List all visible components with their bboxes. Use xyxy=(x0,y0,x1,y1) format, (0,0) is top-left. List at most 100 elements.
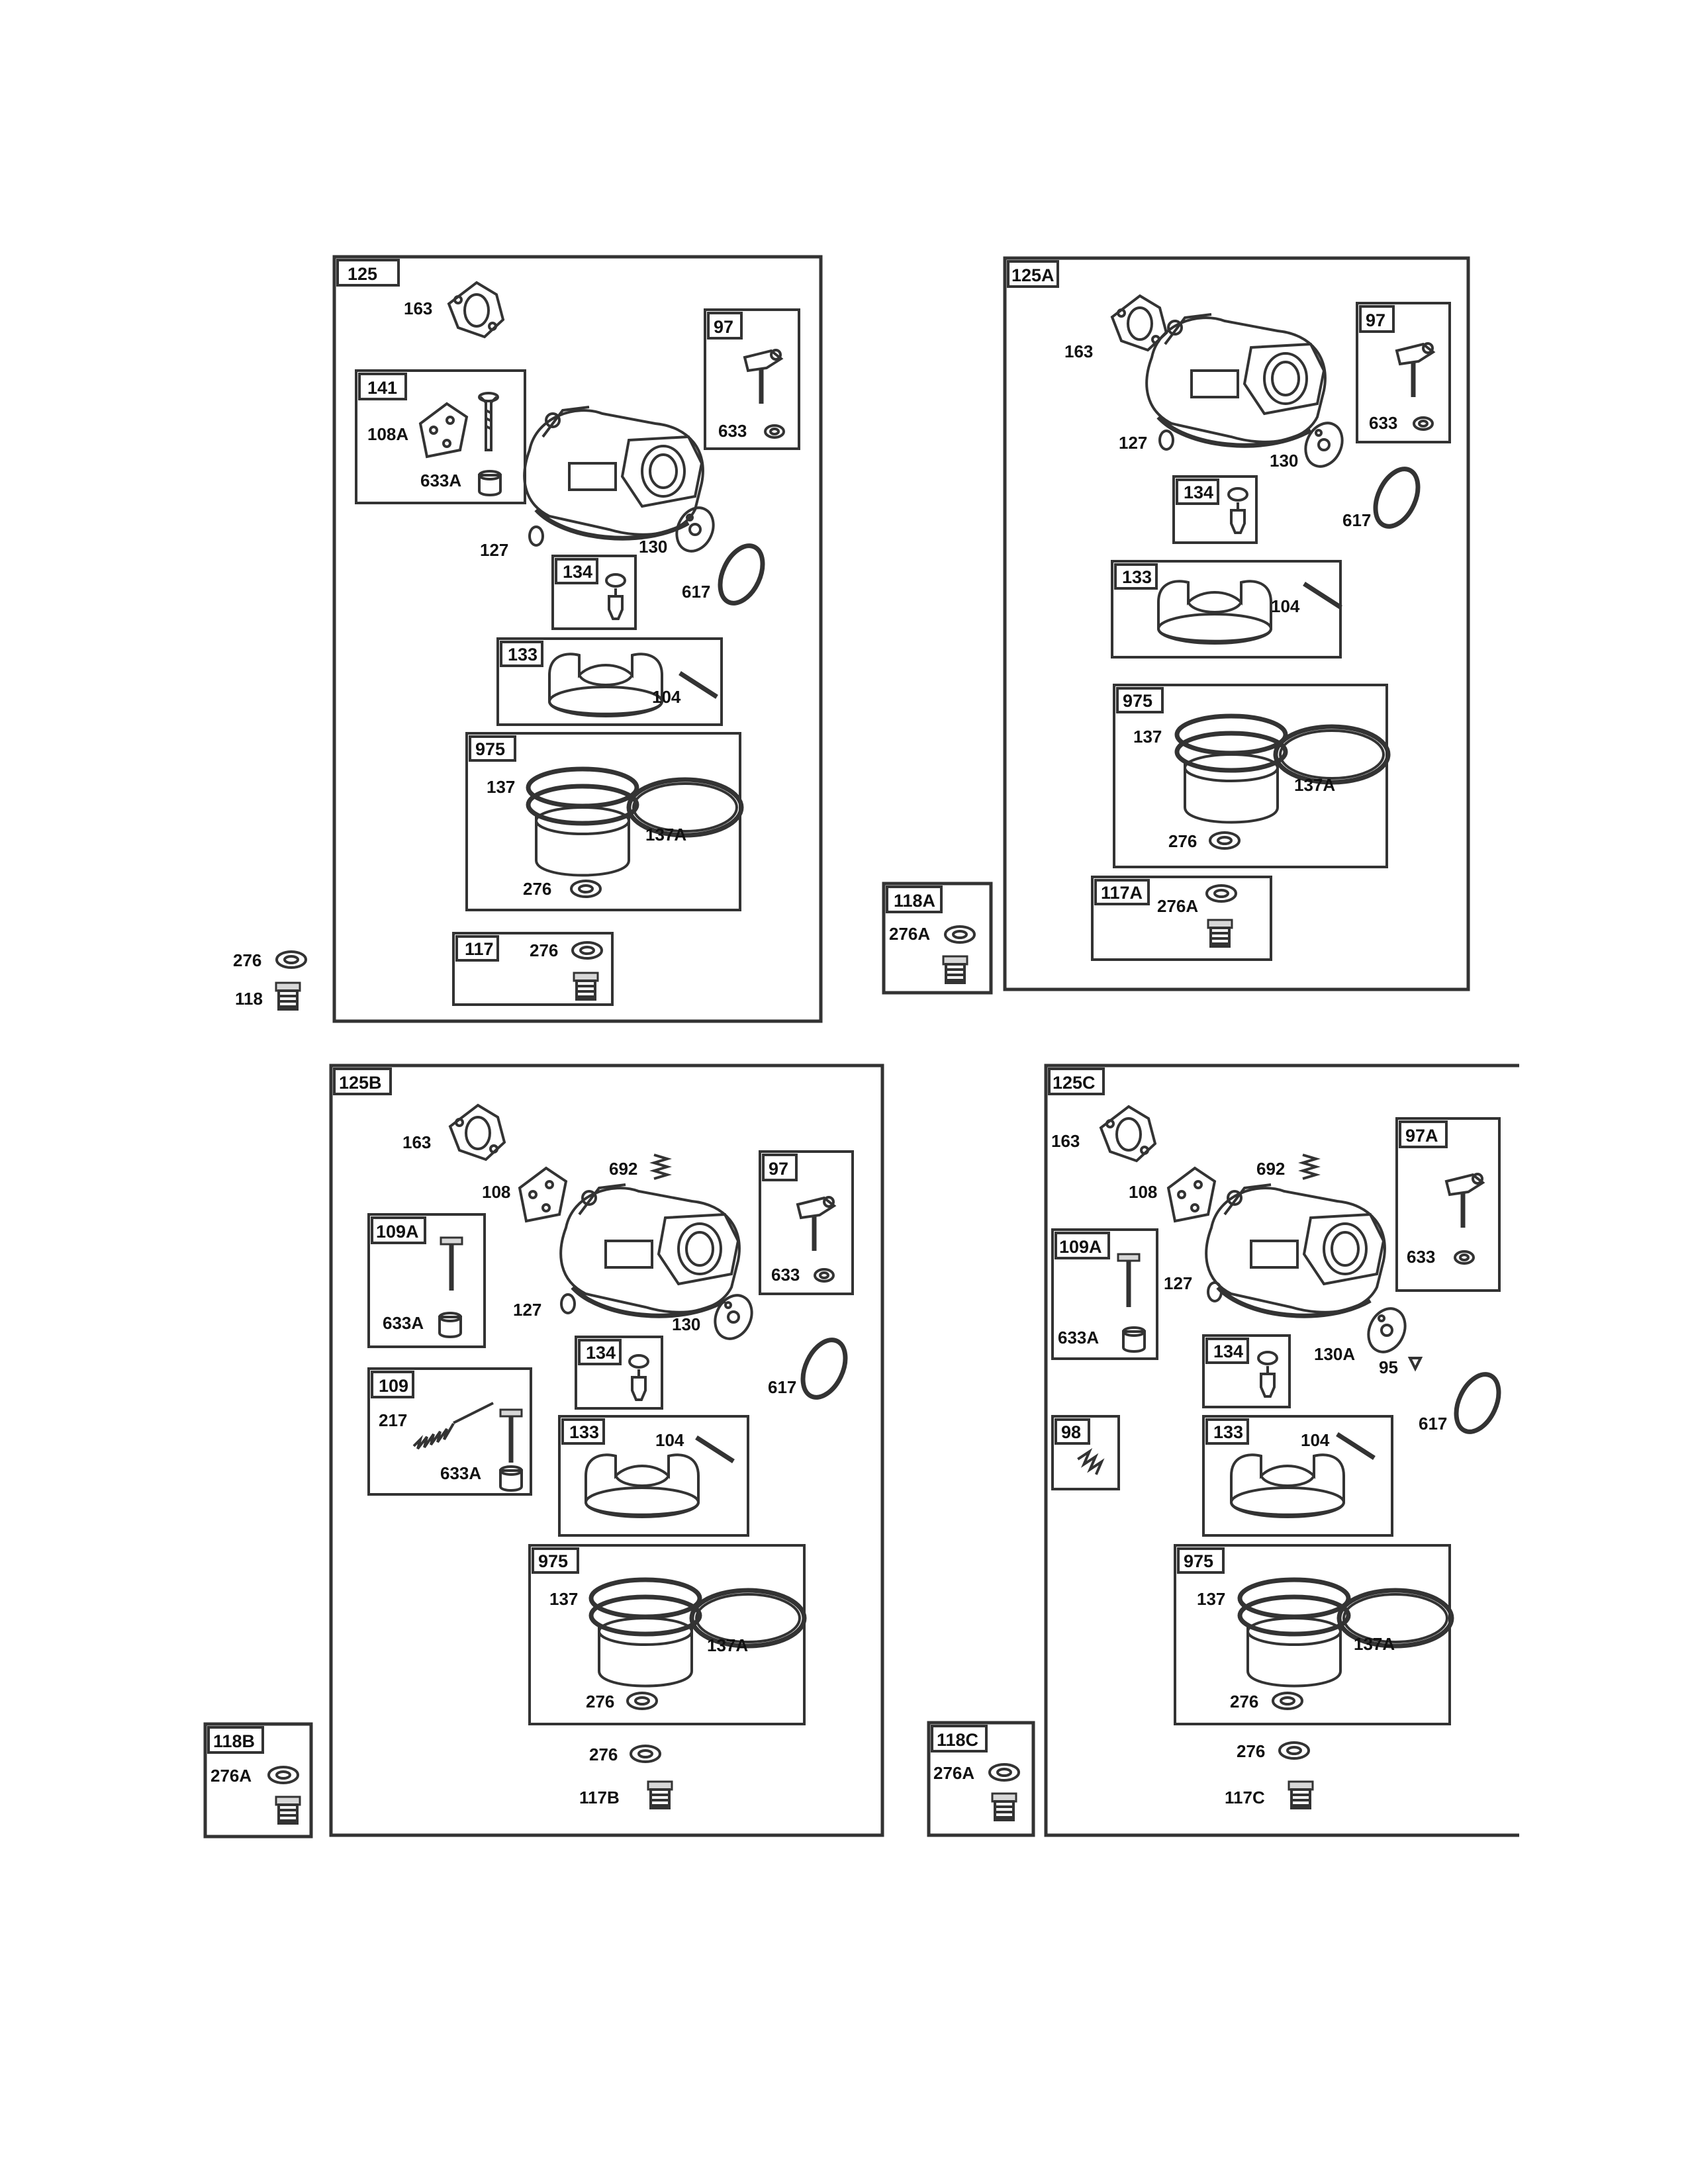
screw-125C-95-part xyxy=(1407,1357,1423,1372)
plate-125B-108-part xyxy=(518,1167,567,1222)
kit-125A-134-tag: 134 xyxy=(1184,482,1213,502)
kit-125A-975-tag-box xyxy=(1116,687,1164,713)
part-125A-137A: 137A xyxy=(1294,775,1335,795)
bowl-nut-118-part xyxy=(275,981,301,1011)
kit-125C-133-box xyxy=(1202,1415,1393,1537)
washer-125B-loose-part xyxy=(630,1745,661,1763)
kit-133-box xyxy=(496,637,723,726)
bushing-part xyxy=(478,470,502,496)
kit-118B: 118B 276A xyxy=(203,1722,313,1839)
part-125B-108: 108 xyxy=(482,1182,510,1202)
idle-screw-125C-part xyxy=(1076,1447,1106,1476)
kit-125B-97-tag-box xyxy=(762,1154,798,1181)
kit-125B-134-tag-box xyxy=(578,1339,622,1365)
kit-125C-109A-tag: 109A xyxy=(1059,1237,1102,1257)
washer-125C-loose-part xyxy=(1278,1741,1310,1760)
part-125B-633: 633 xyxy=(771,1265,800,1285)
shaft-125B-109-part xyxy=(500,1410,522,1463)
kit-125B-975-tag-box xyxy=(532,1547,579,1574)
plate-125B-130-part xyxy=(707,1288,760,1346)
kit-125C-134-box xyxy=(1202,1334,1291,1408)
gasket-part xyxy=(447,281,504,338)
part-125C-633: 633 xyxy=(1407,1247,1435,1267)
oring-125A-127-part xyxy=(1158,430,1174,451)
pin-125C-part xyxy=(1337,1434,1374,1458)
kit-125B-109A-tag-box xyxy=(371,1216,426,1244)
bowl-nut-117-part xyxy=(573,972,599,1001)
kit-125A-97-tag-box xyxy=(1359,305,1395,333)
part-125C-276-loose: 276 xyxy=(1237,1741,1265,1761)
loose-top-left: 276 118 xyxy=(233,950,307,1011)
kit-975-box xyxy=(465,732,741,911)
washer-125A-117A-part xyxy=(1205,884,1237,903)
kit-118A-tag-box xyxy=(886,886,943,913)
pin-125B-part xyxy=(696,1437,733,1461)
spring-125B-692-part xyxy=(653,1154,669,1180)
bowl-nut-125C-117C-part xyxy=(1288,1780,1314,1809)
bowl-part xyxy=(528,769,637,876)
kit-125A-tag: 125A xyxy=(1011,265,1055,285)
seal-125A-part xyxy=(1413,416,1434,431)
needle-125B-part xyxy=(628,1354,649,1401)
bowl-nut-118C-part xyxy=(991,1792,1017,1821)
shaft-part xyxy=(478,392,499,451)
kit-125A-97-tag: 97 xyxy=(1366,310,1385,330)
kit-125C-975-tag: 975 xyxy=(1184,1551,1213,1571)
bushing-125C-part xyxy=(1122,1326,1146,1353)
part-125C-127: 127 xyxy=(1164,1273,1192,1293)
part-125A-617: 617 xyxy=(1342,510,1371,530)
part-125A-130: 130 xyxy=(1270,451,1298,471)
carburetor-125B-body xyxy=(561,1185,739,1316)
kit-125A-133-box xyxy=(1111,560,1342,659)
part-125B-617: 617 xyxy=(768,1377,796,1397)
bowl-125A-part xyxy=(1177,716,1286,823)
kit-125A-975-box xyxy=(1113,684,1388,868)
bowl-nut-118B-part xyxy=(275,1796,301,1825)
kit-975-tag-box xyxy=(469,735,516,762)
bowl-nut-125A-117A-part xyxy=(1207,919,1233,948)
kit-125C-98-tag-box xyxy=(1055,1418,1090,1445)
part-137A: 137A xyxy=(645,825,686,844)
part-617: 617 xyxy=(682,582,710,602)
bushing-125B-part xyxy=(438,1312,462,1338)
part-125C-137: 137 xyxy=(1197,1589,1225,1609)
kit-125C-133-tag-box xyxy=(1205,1418,1249,1445)
part-125C-692: 692 xyxy=(1256,1159,1285,1179)
plate-125C-108-part xyxy=(1167,1167,1216,1222)
part-633: 633 xyxy=(718,421,747,441)
kit-118A: 118A 276A xyxy=(882,882,993,995)
float-125A-part xyxy=(1157,580,1272,645)
kit-125-tag: 125 xyxy=(348,264,377,284)
washer-125C-276-part xyxy=(1272,1692,1303,1710)
part-125C-617: 617 xyxy=(1419,1414,1447,1433)
kit-141-box xyxy=(355,369,526,504)
kit-125A: 125A 163 97 633 127 130 134 617 133 104 … xyxy=(1003,256,1470,991)
part-125C-108: 108 xyxy=(1129,1182,1157,1202)
washer-125B-276-part xyxy=(626,1692,658,1710)
kit-118B-tag-box xyxy=(207,1726,264,1754)
part-125C-633A: 633A xyxy=(1058,1328,1099,1347)
washer-118C-part xyxy=(988,1763,1020,1782)
gasket-125B-part xyxy=(449,1104,506,1161)
kit-125A-133-tag: 133 xyxy=(1122,567,1152,587)
kit-125A-133-tag-box xyxy=(1114,563,1158,590)
bowl-125B-part xyxy=(591,1580,700,1686)
oring-617-part xyxy=(712,539,771,610)
oring-125A-137A-part xyxy=(1276,727,1388,782)
kit-125A-134-tag-box xyxy=(1176,478,1219,505)
bushing-125B-109-part xyxy=(499,1465,523,1492)
kit-125B-975-tag: 975 xyxy=(538,1551,568,1571)
part-125B-137: 137 xyxy=(549,1589,578,1609)
part-276-loose: 276 xyxy=(233,950,261,970)
kit-125A-117A-box xyxy=(1091,876,1272,961)
throttle-shaft-125A-part xyxy=(1397,343,1433,397)
part-125C-137A: 137A xyxy=(1354,1634,1395,1654)
part-633A: 633A xyxy=(420,471,461,490)
part-104: 104 xyxy=(652,687,681,707)
kit-125C-tag-box xyxy=(1048,1068,1105,1095)
kit-134-box xyxy=(551,555,637,630)
kit-97-tag-box xyxy=(707,312,743,340)
kit-125A-117A-tag-box xyxy=(1094,879,1150,905)
kit-118A-tag: 118A xyxy=(894,891,935,911)
